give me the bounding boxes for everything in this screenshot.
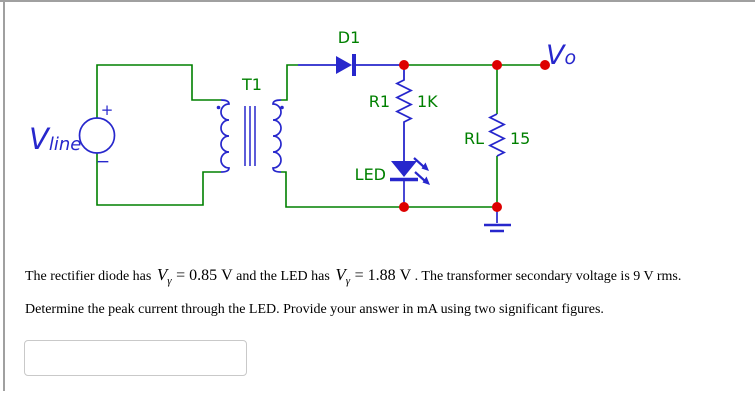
led-triangle xyxy=(391,161,417,177)
r1-resistor xyxy=(394,69,414,161)
problem-line-1: The rectifier diode has Vγ = 0.85 V and … xyxy=(25,262,751,294)
output-label: Vo xyxy=(546,40,576,71)
frame-top-border xyxy=(0,0,755,2)
rl-branch: RL 15 xyxy=(464,113,530,157)
voltage-source: + − Vline xyxy=(29,101,116,172)
math-equation: = 0.85 V xyxy=(176,267,233,284)
text-segment: and the LED has xyxy=(236,269,330,284)
junction-dot xyxy=(399,60,409,70)
source-circle xyxy=(78,117,116,154)
primary-top-wire xyxy=(96,64,221,118)
math-variable: V xyxy=(335,265,346,284)
problem-line-2: Determine the peak current through the L… xyxy=(25,302,604,317)
rectifier-diode: D1 xyxy=(298,28,404,76)
rl-resistor xyxy=(487,113,507,157)
led-light-arrows xyxy=(413,157,430,185)
math-variable: V xyxy=(156,265,168,284)
answer-input[interactable] xyxy=(24,340,247,376)
r1-led-branch: R1 1K LED xyxy=(355,69,438,204)
ground-symbol xyxy=(484,211,511,233)
text-segment: . The transformer secondary voltage is 9… xyxy=(414,269,682,284)
junction-dots xyxy=(399,60,550,212)
source-label: Vline xyxy=(29,122,81,156)
math-subscript: γ xyxy=(167,275,172,287)
diode-triangle xyxy=(336,56,352,74)
transformer-label: T1 xyxy=(241,75,262,94)
primary-bottom-wire xyxy=(96,153,221,206)
secondary-top-wire xyxy=(281,64,298,101)
math-equation: = 1.88 V xyxy=(354,267,412,284)
rl-label: RL xyxy=(464,129,484,148)
frame-left-border xyxy=(3,0,5,391)
source-minus-sign: − xyxy=(96,152,110,172)
transformer-core xyxy=(244,106,256,166)
transformer-primary-coil xyxy=(220,99,230,173)
circuit-wires xyxy=(96,64,545,208)
rl-value: 15 xyxy=(510,129,530,148)
r1-label: R1 xyxy=(369,92,390,111)
junction-dot xyxy=(492,202,502,212)
secondary-phase-dot xyxy=(280,105,284,110)
secondary-bottom-rail xyxy=(281,171,497,208)
source-plus-sign: + xyxy=(101,101,114,119)
led-label: LED xyxy=(355,165,386,184)
r1-value: 1K xyxy=(417,92,438,111)
transformer: T1 xyxy=(216,75,284,173)
d1-label: D1 xyxy=(338,28,361,47)
circuit-diagram: + − Vline T1 D1 R1 1K xyxy=(29,28,576,233)
primary-phase-dot xyxy=(216,105,221,110)
text-segment: The rectifier diode has xyxy=(25,269,152,284)
junction-dot xyxy=(399,202,409,212)
transformer-secondary-coil xyxy=(272,99,282,173)
math-subscript: γ xyxy=(345,275,351,287)
junction-dot xyxy=(540,60,550,70)
junction-dot xyxy=(492,60,502,70)
problem-text: The rectifier diode has Vγ = 0.85 V and … xyxy=(25,262,751,319)
